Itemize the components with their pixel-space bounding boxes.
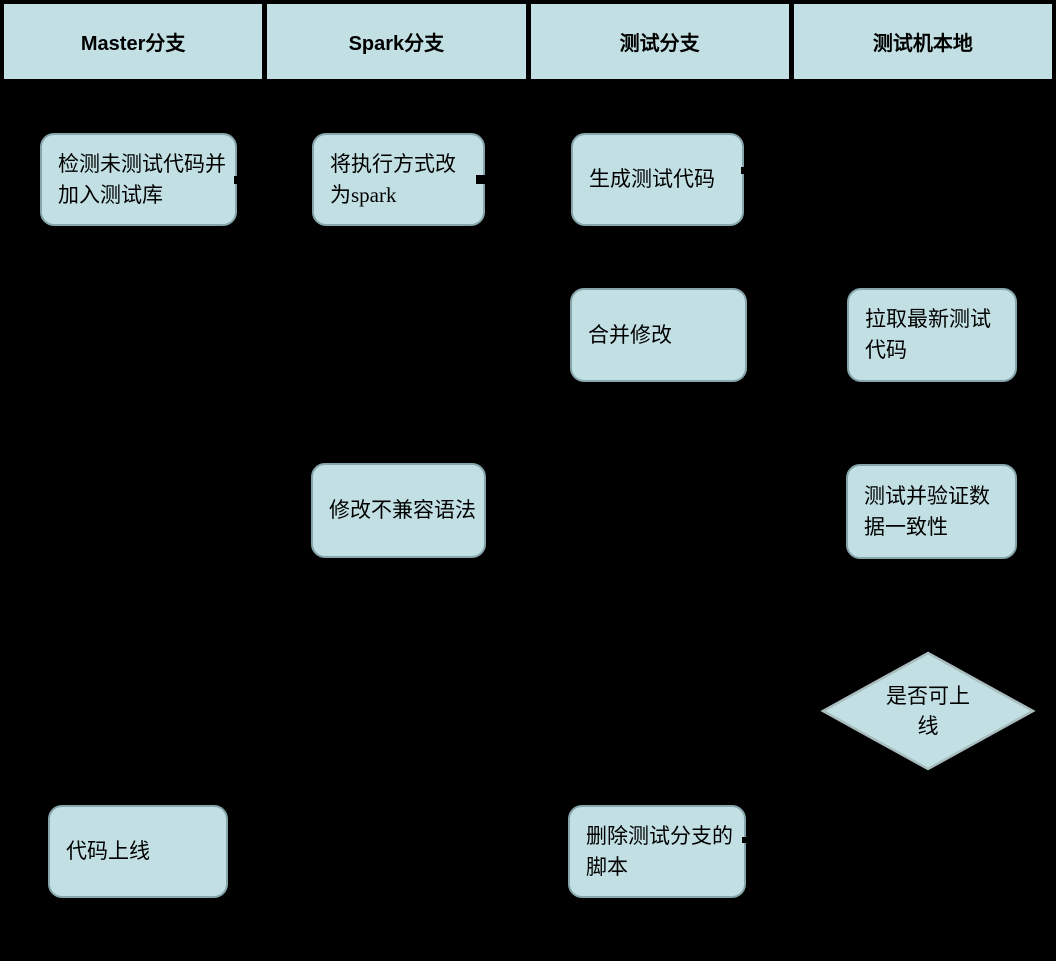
node-label: 检测未测试代码并加入测试库 xyxy=(58,151,226,207)
lane-header-test-machine-local: 测试机本地 xyxy=(793,4,1052,79)
node-label: 修改不兼容语法 xyxy=(329,498,476,522)
node-label: 生成测试代码 xyxy=(589,167,715,191)
diamond-shape-icon xyxy=(820,651,1036,771)
node-label: 代码上线 xyxy=(66,839,150,863)
node-delete-test-branch-script: 删除测试分支的脚本 xyxy=(568,805,746,898)
connector-arrow-mark xyxy=(234,176,239,184)
connector-arrow-mark xyxy=(561,329,570,335)
node-fix-incompatible-syntax: 修改不兼容语法 xyxy=(311,463,486,558)
node-detect-untested-code: 检测未测试代码并加入测试库 xyxy=(40,133,237,226)
node-label: 将执行方式改为spark xyxy=(330,151,456,207)
lane-header-master-branch: Master分支 xyxy=(4,4,263,79)
node-decision-can-go-live: 是否可上线 xyxy=(820,650,1036,772)
connector-arrow-mark xyxy=(476,175,487,184)
connector-arrow-mark xyxy=(392,457,400,462)
node-merge-changes: 合并修改 xyxy=(570,288,747,382)
connector-arrow-mark xyxy=(742,837,750,843)
lane-header-row: Master分支 Spark分支 测试分支 测试机本地 xyxy=(4,4,1052,79)
node-generate-test-code: 生成测试代码 xyxy=(571,133,744,226)
connector-arrow-mark xyxy=(741,167,748,174)
node-label: 删除测试分支的脚本 xyxy=(586,823,733,879)
node-verify-data-consistency: 测试并验证数据一致性 xyxy=(846,464,1017,559)
node-switch-to-spark: 将执行方式改为spark xyxy=(312,133,485,226)
lane-header-spark-branch: Spark分支 xyxy=(267,4,526,79)
node-pull-latest-test-code: 拉取最新测试代码 xyxy=(847,288,1017,382)
node-label: 合并修改 xyxy=(588,322,672,347)
node-label: 测试并验证数据一致性 xyxy=(864,483,990,539)
node-code-online: 代码上线 xyxy=(48,805,228,898)
node-label: 拉取最新测试代码 xyxy=(865,307,991,362)
lane-header-test-branch: 测试分支 xyxy=(530,4,789,79)
node-label: 是否可上线 xyxy=(820,650,1036,772)
decision-label-text: 是否可上线 xyxy=(886,684,970,738)
